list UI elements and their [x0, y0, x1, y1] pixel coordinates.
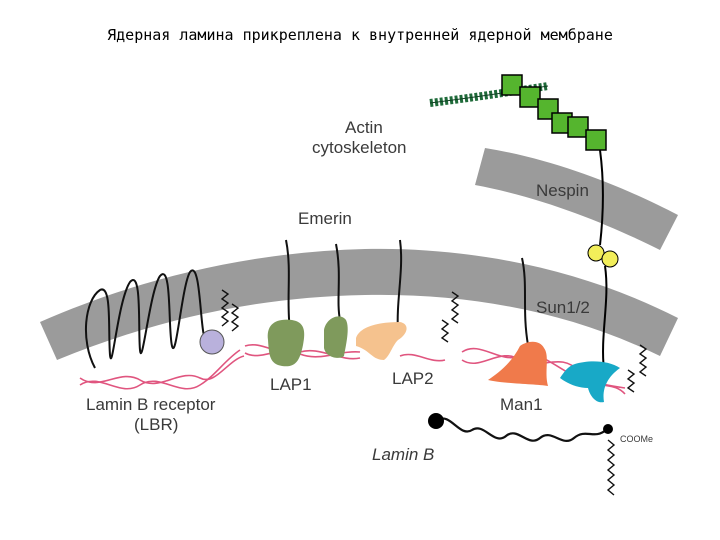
label-lamin-b: Lamin B: [372, 445, 434, 464]
man1-protein: [488, 342, 548, 386]
label-coome: COOMe: [620, 434, 653, 444]
label-actin: Actin: [345, 118, 383, 137]
label-cytoskeleton: cytoskeleton: [312, 138, 407, 157]
lamin-b-tail: [603, 424, 613, 434]
lap2-protein: [356, 322, 407, 360]
label-lbr-abbrev: (LBR): [134, 415, 178, 434]
lamin-b-chain: [438, 418, 606, 440]
label-lap1: LAP1: [270, 375, 312, 394]
lamin-b-head: [428, 413, 444, 429]
sun-balls: [588, 245, 618, 267]
label-lbr: Lamin B receptor: [86, 395, 216, 414]
label-man1: Man1: [500, 395, 543, 414]
lbr-nucleoplasmic-domain: [200, 330, 224, 354]
lap1-protein: [268, 320, 305, 367]
label-nespin: Nespin: [536, 181, 589, 200]
label-lap2: LAP2: [392, 369, 434, 388]
nesprin-domains: [502, 75, 606, 150]
label-sun: Sun1/2: [536, 298, 590, 317]
lap1-protein-2: [324, 316, 348, 358]
sun-nucleoplasmic-protein: [560, 361, 620, 402]
label-emerin: Emerin: [298, 209, 352, 228]
